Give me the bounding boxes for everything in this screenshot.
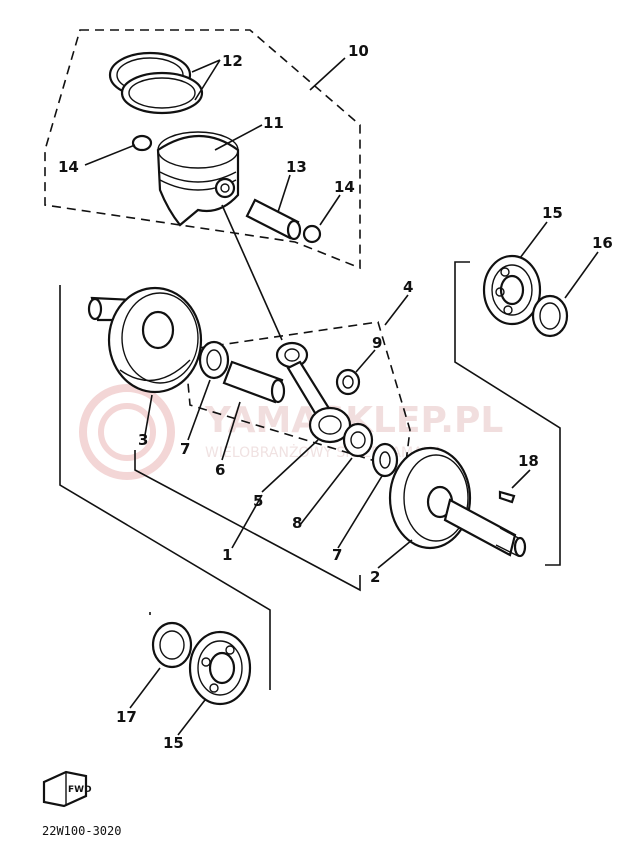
diagram-code: 22W100-3020 <box>42 824 121 838</box>
bearing-lower <box>188 630 252 706</box>
oil-seal-lower <box>151 621 193 669</box>
callout-14-right: 14 <box>334 178 355 196</box>
thrust-washer-left <box>198 340 230 380</box>
piston-pin <box>245 198 302 241</box>
piston-group-boundary <box>44 29 361 270</box>
woodruff-key <box>498 490 516 504</box>
callout-1: 1 <box>222 546 232 564</box>
thrust-washer-right <box>371 442 399 478</box>
circlip-right <box>302 224 322 244</box>
callout-4: 4 <box>403 278 413 296</box>
callout-14-left: 14 <box>58 158 79 176</box>
bearing-upper-bracket <box>454 261 561 566</box>
callout-15-lower: 15 <box>163 734 184 752</box>
callout-labels: 10 12 11 14 13 14 15 16 4 9 3 7 6 18 5 8… <box>58 42 613 752</box>
front-marker-label: FWD <box>68 785 92 795</box>
crank-half-left <box>87 286 203 394</box>
callout-12: 12 <box>222 52 243 70</box>
callout-17: 17 <box>116 708 137 726</box>
connecting-rod <box>275 341 352 444</box>
bearing-upper <box>482 254 542 326</box>
front-direction-marker: FWD <box>42 770 92 808</box>
callout-13: 13 <box>286 158 307 176</box>
big-end-bearing <box>342 422 374 458</box>
piston <box>156 131 240 227</box>
leader-lines <box>84 57 599 736</box>
callout-2: 2 <box>370 568 380 586</box>
piston-rings <box>108 51 204 115</box>
callout-7-right: 7 <box>332 546 342 564</box>
callout-16: 16 <box>592 234 613 252</box>
crank-pin <box>222 360 286 404</box>
callout-15-upper: 15 <box>542 204 563 222</box>
callout-3: 3 <box>138 431 148 449</box>
oil-seal-upper <box>531 294 569 338</box>
small-end-bearing <box>335 368 361 396</box>
callout-11: 11 <box>263 114 284 132</box>
callout-18: 18 <box>518 452 539 470</box>
crank-assembly-bracket <box>59 285 271 690</box>
crank-half-right <box>388 446 527 558</box>
callout-8: 8 <box>292 514 302 532</box>
callout-7-left: 7 <box>180 440 190 458</box>
callout-10: 10 <box>348 42 369 60</box>
callout-6: 6 <box>215 461 225 479</box>
circlip-left <box>131 134 153 152</box>
callout-9: 9 <box>372 334 382 352</box>
callout-5: 5 <box>253 492 263 510</box>
